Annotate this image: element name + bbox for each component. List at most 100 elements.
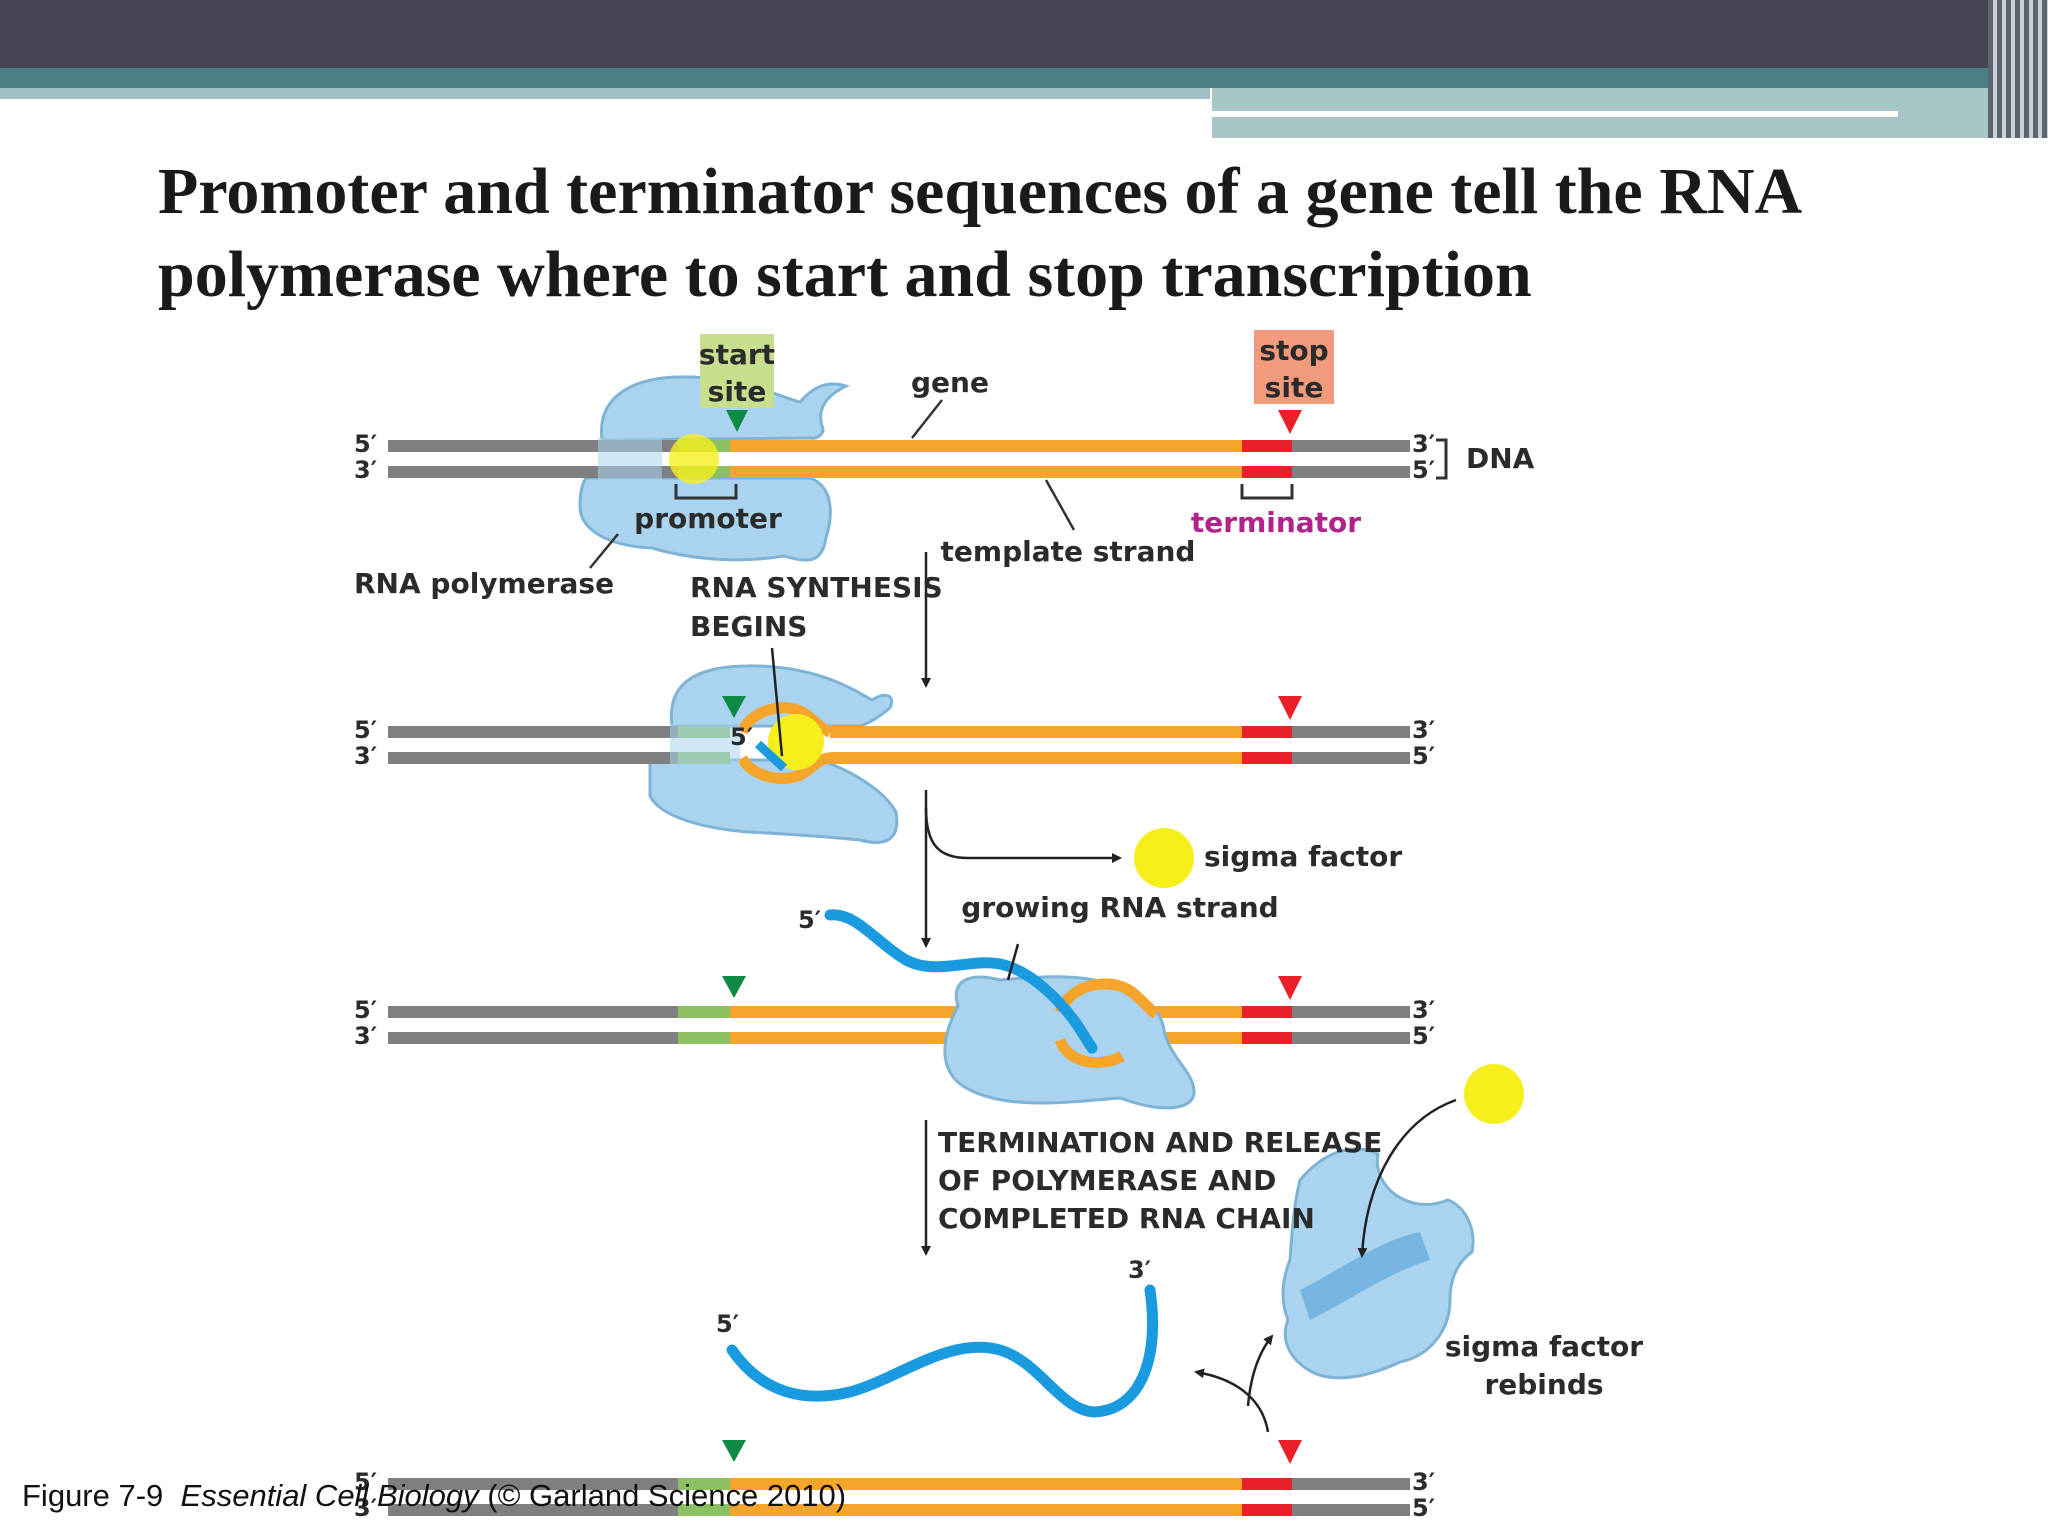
growing-rna-strand bbox=[824, 909, 1098, 1054]
terminator-bottom-2 bbox=[1242, 752, 1292, 764]
polymerase-lower bbox=[578, 476, 832, 562]
polymerase-pointer-line bbox=[589, 533, 619, 569]
polymerase-lower-2 bbox=[648, 758, 899, 844]
strand-5prime-right-s2: 5′ bbox=[1412, 742, 1435, 770]
process-arrows bbox=[921, 552, 1457, 1433]
promoter-top-4 bbox=[678, 1478, 730, 1490]
arrow-sigma-rebinds bbox=[1357, 1098, 1457, 1258]
strand-5prime-s2: 5′ bbox=[354, 716, 377, 744]
terminator-label: terminator bbox=[1191, 506, 1361, 539]
stop-site-red-triangle-icon-4 bbox=[1278, 1440, 1302, 1464]
start-site-green-triangle-icon-4 bbox=[722, 1440, 746, 1462]
stage-1-initiation bbox=[388, 330, 1448, 569]
stage-2-synthesis-begins bbox=[388, 647, 1410, 844]
caption-figure-number: Figure 7-9 bbox=[22, 1478, 164, 1513]
dna-bottom-left-3 bbox=[388, 1032, 678, 1044]
arrow-polymerase-release bbox=[1194, 1368, 1270, 1433]
released-sigma-factor bbox=[1134, 828, 1194, 888]
sigma-factor-label: sigma factor bbox=[1204, 840, 1402, 873]
stop-site-box bbox=[1254, 330, 1334, 404]
start-site-green-triangle-icon-2 bbox=[722, 696, 746, 718]
polymerase-upper-2 bbox=[669, 664, 893, 728]
strand-3prime-right-s4: 3′ bbox=[1412, 1468, 1435, 1496]
transcription-bubble-3 bbox=[1054, 978, 1160, 1068]
start-site-label-line-2: site bbox=[708, 375, 767, 408]
sigma-rebinds-label-line-1: sigma factor bbox=[1445, 1330, 1643, 1363]
strand-3prime-right-s1: 3′ bbox=[1412, 430, 1435, 458]
strand-5prime-right-s3: 5′ bbox=[1412, 1022, 1435, 1050]
stop-site-label-line-1: stop bbox=[1259, 334, 1328, 367]
released-rna-chain bbox=[726, 1284, 1158, 1418]
dna-top-left-4 bbox=[388, 1478, 678, 1490]
caption-book-title: Essential Cell Biology bbox=[180, 1478, 479, 1513]
rna-5prime-s2: 5′ bbox=[730, 723, 753, 751]
gene-top bbox=[730, 440, 1242, 452]
terminator-bottom bbox=[1242, 466, 1292, 478]
strand-5prime-right-s4: 5′ bbox=[1412, 1494, 1435, 1522]
caption-credit: (© Garland Science 2010) bbox=[487, 1478, 847, 1513]
gene-top-2 bbox=[830, 726, 1242, 738]
dna-bottom-right-4 bbox=[1292, 1504, 1410, 1516]
start-site-green-triangle-icon-3 bbox=[722, 976, 746, 998]
dna-bottom-right bbox=[1292, 466, 1410, 478]
strand-3prime-right-s3: 3′ bbox=[1412, 996, 1435, 1024]
dna-bottom-left-4 bbox=[388, 1504, 678, 1516]
arrow-polymerase-release-up bbox=[1246, 1334, 1274, 1407]
header-dark-bar bbox=[0, 0, 2048, 68]
stage-3-elongation bbox=[388, 909, 1410, 1110]
polymerase-body-over-dna bbox=[598, 438, 662, 480]
arrow-sigma-release bbox=[924, 807, 1122, 863]
stop-site-red-triangle-icon-3 bbox=[1278, 976, 1302, 1000]
header-teal-bar bbox=[0, 68, 2048, 88]
start-site-label-line-1: start bbox=[699, 338, 775, 371]
gene-bottom bbox=[730, 466, 1242, 478]
terminator-top-2 bbox=[1242, 726, 1292, 738]
header-light-bar bbox=[0, 88, 1210, 99]
dna-bottom-left-2 bbox=[388, 752, 678, 764]
sigma-factor-bound bbox=[669, 434, 719, 484]
start-site-green-triangle-icon bbox=[726, 410, 748, 432]
rna-3prime-s4: 3′ bbox=[1128, 1256, 1151, 1284]
terminator-bottom-4 bbox=[1242, 1504, 1292, 1516]
dna-top-right-3 bbox=[1292, 1006, 1410, 1018]
synthesis-label-line-1: RNA SYNTHESIS bbox=[690, 571, 943, 604]
header-right-white-line bbox=[1212, 111, 1898, 117]
stop-site-red-triangle-icon-2 bbox=[1278, 696, 1302, 720]
gene-bottom-4 bbox=[730, 1504, 1242, 1516]
transcription-bubble-2 bbox=[736, 702, 832, 784]
terminator-top-4 bbox=[1242, 1478, 1292, 1490]
terminator-bracket bbox=[1240, 484, 1294, 500]
terminator-top-3 bbox=[1242, 1006, 1292, 1018]
rna-5prime-s3: 5′ bbox=[798, 906, 821, 934]
dna-top-left-2 bbox=[388, 726, 678, 738]
termination-label-line-2: OF POLYMERASE AND bbox=[938, 1164, 1276, 1197]
gene-bottom-2 bbox=[830, 752, 1242, 764]
gene-pointer-line bbox=[911, 399, 943, 439]
stop-site-label-line-2: site bbox=[1265, 371, 1324, 404]
rna-5prime-s4: 5′ bbox=[716, 1310, 739, 1338]
figure-caption: Figure 7-9 Essential Cell Biology (© Gar… bbox=[22, 1478, 846, 1514]
promoter-bottom-4 bbox=[678, 1504, 730, 1516]
rna-start-segment-2 bbox=[754, 740, 788, 772]
strand-3prime-s2: 3′ bbox=[354, 742, 377, 770]
rna-pointer-line-2 bbox=[770, 647, 784, 757]
promoter-bottom-3 bbox=[678, 1032, 730, 1044]
template-strand-pointer-line bbox=[1044, 479, 1076, 531]
gene-top-4 bbox=[730, 1478, 1242, 1490]
termination-label-line-3: COMPLETED RNA CHAIN bbox=[938, 1202, 1315, 1235]
title-line-2: polymerase where to start and stop trans… bbox=[158, 238, 1532, 311]
free-sigma-factor bbox=[1464, 1064, 1524, 1124]
polymerase-body-over-dna-2 bbox=[670, 724, 740, 766]
stop-site-red-triangle-icon bbox=[1278, 410, 1302, 434]
stage-4-termination bbox=[388, 828, 1524, 1516]
synthesis-label-line-2: BEGINS bbox=[690, 610, 807, 643]
rna-polymerase-label: RNA polymerase bbox=[354, 567, 614, 600]
termination-label-line-1: TERMINATION AND RELEASE bbox=[938, 1126, 1382, 1159]
dna-top-right-2 bbox=[1292, 726, 1410, 738]
dna-label: DNA bbox=[1466, 442, 1535, 475]
strand-5prime-s3: 5′ bbox=[354, 996, 377, 1024]
polymerase-upper bbox=[599, 375, 851, 442]
diagram-labels: start site stop site gene DNA promoter t… bbox=[354, 334, 1643, 1522]
dna-bottom-right-2 bbox=[1292, 752, 1410, 764]
